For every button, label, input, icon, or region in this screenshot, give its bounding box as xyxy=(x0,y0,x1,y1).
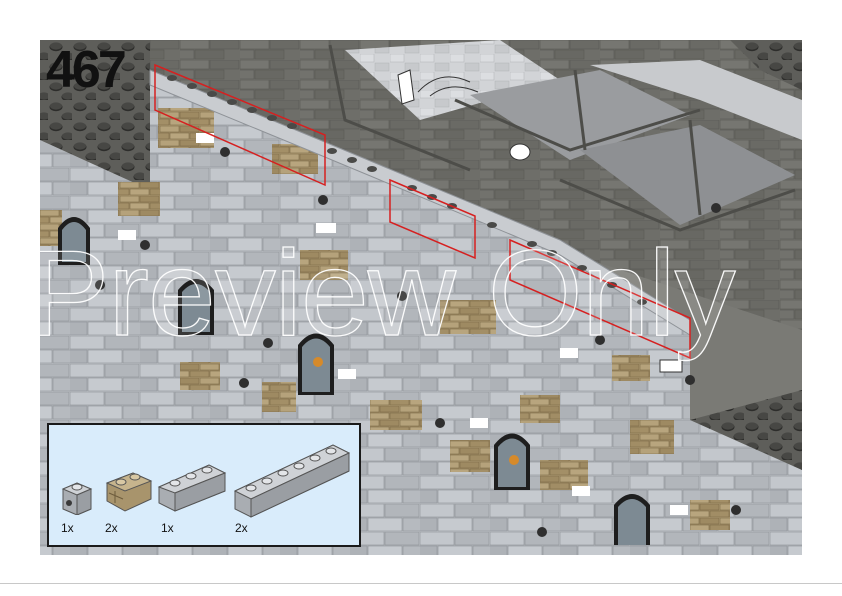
watermark-text: Preview Only xyxy=(27,225,736,361)
part-qty-4: 2x xyxy=(235,521,248,535)
part-qty-1: 1x xyxy=(61,521,74,535)
part-1x6-brick-icon xyxy=(233,444,351,518)
part-1x3-brick-icon xyxy=(157,464,227,512)
step-number: 467 xyxy=(46,41,127,99)
part-qty-2: 2x xyxy=(105,521,118,535)
part-qty-3: 1x xyxy=(161,521,174,535)
parts-callout: 1x 2x 1x 2x xyxy=(47,423,361,547)
page-footer-rule xyxy=(0,583,842,584)
part-1x1-stud-brick-icon xyxy=(61,482,93,515)
part-masonry-brick-icon xyxy=(105,472,153,512)
